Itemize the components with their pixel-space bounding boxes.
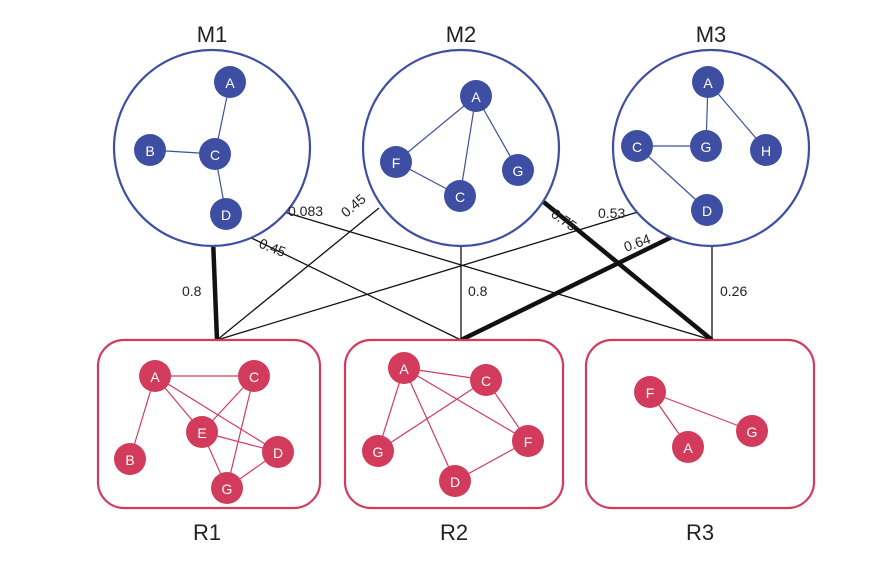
r1-group-label: R1 — [193, 520, 221, 545]
link-m3-r1 — [216, 211, 639, 341]
r1-node-c — [238, 360, 270, 392]
r2-node-label-c: C — [481, 373, 491, 389]
m3-node-d — [691, 194, 723, 226]
r2-node-g — [362, 435, 394, 467]
m2-node-label-c: C — [455, 189, 465, 205]
r3-node-f — [634, 376, 666, 408]
r1-node-label-b: B — [125, 452, 134, 468]
m3-node-label-c: C — [632, 139, 642, 155]
m3-node-label-a: A — [703, 75, 713, 91]
r3-node-g — [736, 415, 768, 447]
m1-network: A B C D — [134, 66, 246, 230]
m2-edge-a-f — [395, 95, 477, 163]
m1-node-a — [214, 66, 246, 98]
link-m1-r2 — [236, 230, 462, 341]
m3-network: A C G H D — [621, 66, 782, 226]
r1-network: A C E B D G — [114, 360, 294, 504]
r3-network: F A G — [634, 376, 768, 463]
m3-node-g — [690, 130, 722, 162]
m1-node-label-d: D — [221, 207, 231, 223]
m3-group-label: M3 — [696, 22, 727, 47]
r2-group-label: R2 — [440, 520, 468, 545]
weight-label-m3-r1: 0.53 — [598, 205, 625, 221]
m2-group-circle — [361, 48, 561, 248]
r3-node-a — [672, 431, 704, 463]
r2-network: A C G F D — [362, 352, 544, 497]
r2-edge-a-d — [403, 367, 456, 482]
m3-node-label-g: G — [701, 139, 712, 155]
weight-label-m1-r2: 0.45 — [257, 235, 288, 260]
r3-node-label-g: G — [747, 424, 758, 440]
r2-edge-a-f — [403, 367, 529, 442]
link-m2-r3 — [538, 197, 714, 342]
r2-node-c — [470, 364, 502, 396]
r1-node-label-e: E — [197, 425, 206, 441]
m2-network: A F C G — [380, 80, 534, 212]
m1-node-label-b: B — [145, 143, 154, 159]
m3-node-a — [692, 66, 724, 98]
r3-edge-f-g — [649, 391, 753, 432]
r3-group-box — [584, 338, 816, 510]
m3-node-label-d: D — [702, 203, 712, 219]
r1-node-label-g: G — [222, 481, 233, 497]
m3-node-label-h: H — [761, 143, 771, 159]
r1-node-d — [262, 436, 294, 468]
r1-node-label-c: C — [249, 369, 259, 385]
weight-label-m1-r3: 0.083 — [288, 203, 323, 219]
r3-node-label-f: F — [646, 385, 655, 401]
groups-layer: A B C D A F C G A C G H D A C E B D G A C G F D F A G — [96, 48, 816, 510]
r3-node-label-a: A — [683, 440, 693, 456]
m1-node-c — [199, 138, 231, 170]
link-m2-r1 — [216, 207, 380, 341]
m2-edge-a-c — [459, 95, 477, 197]
weight-label-m2-r1: 0.45 — [338, 190, 369, 220]
r3-group-label: R3 — [686, 520, 714, 545]
r1-edge-a-d — [154, 375, 279, 453]
r2-node-a — [388, 352, 420, 384]
m2-node-a — [460, 80, 492, 112]
links-layer — [210, 197, 714, 343]
link-m1-r3 — [273, 208, 713, 341]
weight-label-m3-r2: 0.64 — [622, 230, 653, 254]
r2-node-d — [439, 465, 471, 497]
r2-node-f — [512, 425, 544, 457]
weight-label-m1-r1: 0.8 — [182, 283, 202, 299]
r1-node-label-a: A — [150, 369, 160, 385]
m1-node-b — [134, 134, 166, 166]
m2-node-label-f: F — [392, 155, 401, 171]
m2-group-label: M2 — [446, 22, 477, 47]
m2-node-g — [502, 154, 534, 186]
r2-edge-c-g — [377, 379, 487, 452]
m2-node-label-g: G — [513, 163, 524, 179]
m2-node-label-a: A — [471, 89, 481, 105]
r1-node-a — [139, 360, 171, 392]
r1-node-label-d: D — [273, 445, 283, 461]
weight-label-m3-r3: 0.26 — [720, 283, 747, 299]
m1-group-label: M1 — [197, 22, 228, 47]
r2-node-label-f: F — [524, 434, 533, 450]
r2-node-label-g: G — [373, 444, 384, 460]
r2-node-label-a: A — [399, 361, 409, 377]
link-m1-r1 — [210, 238, 220, 341]
m1-node-label-c: C — [210, 147, 220, 163]
m2-node-f — [380, 146, 412, 178]
m2-node-c — [444, 180, 476, 212]
r2-node-label-d: D — [450, 474, 460, 490]
r1-edge-c-g — [226, 375, 255, 489]
r1-node-g — [211, 472, 243, 504]
link-m3-r2 — [460, 230, 681, 343]
m3-node-h — [750, 134, 782, 166]
weight-label-m2-r2: 0.8 — [468, 283, 488, 299]
m1-node-label-a: A — [225, 75, 235, 91]
m3-node-c — [621, 130, 653, 162]
m1-node-d — [210, 198, 242, 230]
r1-node-b — [114, 443, 146, 475]
r1-node-e — [186, 416, 218, 448]
